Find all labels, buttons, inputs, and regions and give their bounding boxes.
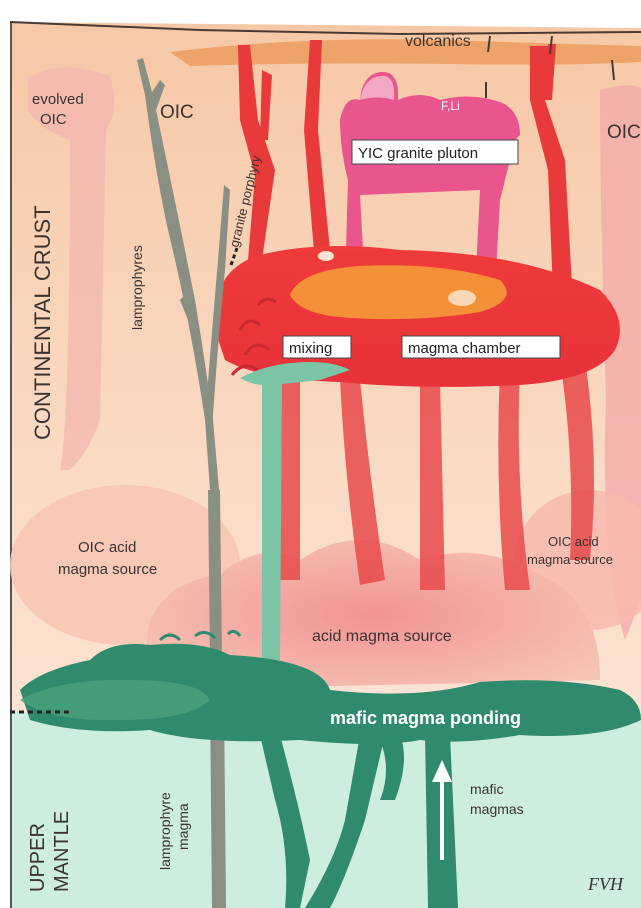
label-mafic-magmas-2: magmas: [470, 801, 524, 817]
chamber-pale-spot-1: [448, 290, 476, 306]
label-magma-chamber: magma chamber: [408, 340, 521, 357]
label-upper: UPPER: [27, 823, 49, 892]
label-evolved-oic-2: OIC: [40, 111, 67, 128]
label-oic-acid-right-1: OIC acid: [548, 534, 599, 549]
chamber-pale-spot-2: [318, 251, 334, 261]
label-evolved-oic-1: evolved: [32, 91, 84, 108]
author-signature: FVH: [587, 874, 624, 894]
label-oic-right: OIC: [607, 122, 641, 143]
label-oic-acid-left-1: OIC acid: [78, 539, 136, 556]
label-acid-magma-source: acid magma source: [312, 628, 452, 645]
label-oic-acid-left-2: magma source: [58, 561, 157, 578]
label-continental-crust: CONTINENTAL CRUST: [30, 205, 55, 440]
label-lamprophyres: lamprophyres: [129, 245, 145, 330]
label-lamprophyre-magma-1: lamprophyre: [157, 792, 173, 870]
label-oic-acid-right-2: magma source: [527, 552, 613, 567]
label-lamprophyre-magma-2: magma: [175, 803, 191, 850]
label-mixing: mixing: [289, 340, 332, 357]
label-volcanics: volcanics: [405, 33, 471, 50]
label-oic-left: OIC: [160, 102, 194, 123]
label-mafic-magmas-1: mafic: [470, 781, 503, 797]
label-fli: F,Li: [441, 99, 460, 113]
label-mantle: MANTLE: [51, 811, 73, 892]
label-mafic-ponding: mafic magma ponding: [330, 708, 521, 728]
label-yic-pluton: YIC granite pluton: [358, 145, 478, 162]
